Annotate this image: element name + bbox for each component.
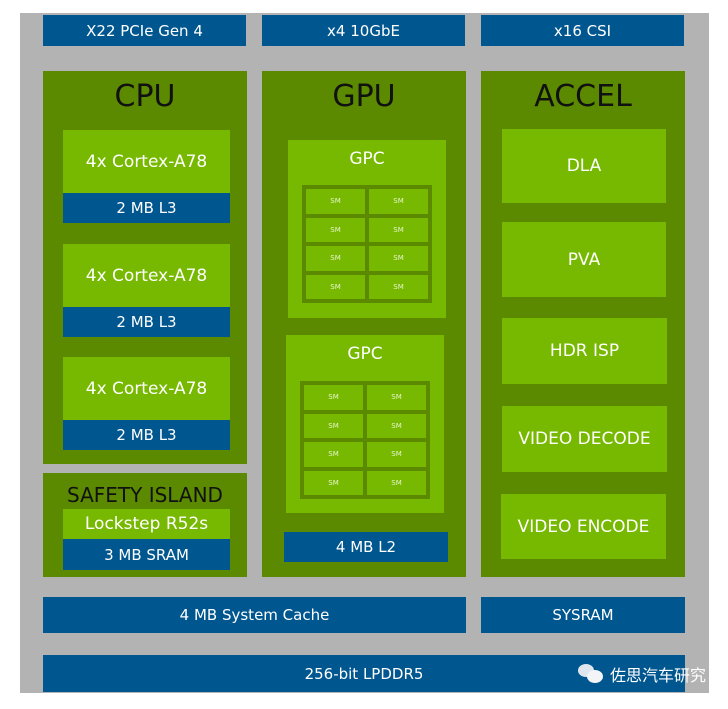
gpc-1-sm-grid: SM SM SM SM SM SM SM SM xyxy=(302,185,432,303)
cpu-cluster-1-cores: 4x Cortex-A78 xyxy=(63,130,230,193)
accel-video-decode: VIDEO DECODE xyxy=(502,406,667,472)
gpu-title: GPU xyxy=(332,79,396,114)
sm-unit: SM xyxy=(367,385,426,410)
accel-video-encode: VIDEO ENCODE xyxy=(501,494,666,559)
sm-unit: SM xyxy=(304,442,363,467)
sm-unit: SM xyxy=(369,189,428,214)
sm-unit: SM xyxy=(304,470,363,495)
sm-unit: SM xyxy=(369,217,428,242)
sm-unit: SM xyxy=(304,413,363,438)
sm-unit: SM xyxy=(306,217,365,242)
wechat-icon xyxy=(577,664,604,684)
accel-pva: PVA xyxy=(502,222,666,297)
sm-unit: SM xyxy=(369,246,428,271)
watermark-text: 佐思汽车研究 xyxy=(609,666,706,685)
csi-bus: x16 CSI xyxy=(481,15,684,46)
cpu-title: CPU xyxy=(114,79,176,114)
cpu-cluster-3-l3: 2 MB L3 xyxy=(63,420,230,450)
watermark: 佐思汽车研究 xyxy=(577,662,706,686)
safety-island-title: SAFETY ISLAND xyxy=(67,483,223,507)
sm-unit: SM xyxy=(367,413,426,438)
sysram: SYSRAM xyxy=(481,597,685,633)
gpc-2: GPC SM SM SM SM SM SM SM SM xyxy=(286,335,444,513)
pcie-bus: X22 PCIe Gen 4 xyxy=(43,15,246,46)
gpu-l2-cache: 4 MB L2 xyxy=(284,532,448,562)
cpu-cluster-1-l3: 2 MB L3 xyxy=(63,193,230,223)
safety-lockstep-cores: Lockstep R52s xyxy=(63,509,230,539)
sm-unit: SM xyxy=(367,470,426,495)
accel-hdr-isp: HDR ISP xyxy=(502,318,667,384)
accel-dla: DLA xyxy=(502,129,666,203)
ethernet-bus: x4 10GbE xyxy=(262,15,465,46)
cpu-cluster-2-cores: 4x Cortex-A78 xyxy=(63,244,230,307)
system-cache: 4 MB System Cache xyxy=(43,597,466,633)
gpc-2-label: GPC xyxy=(347,344,383,364)
sm-unit: SM xyxy=(369,274,428,299)
safety-sram: 3 MB SRAM xyxy=(63,539,230,570)
gpc-2-sm-grid: SM SM SM SM SM SM SM SM xyxy=(300,381,430,499)
sm-unit: SM xyxy=(367,442,426,467)
cpu-cluster-3-cores: 4x Cortex-A78 xyxy=(63,357,230,420)
sm-unit: SM xyxy=(304,385,363,410)
sm-unit: SM xyxy=(306,189,365,214)
sm-unit: SM xyxy=(306,274,365,299)
sm-unit: SM xyxy=(306,246,365,271)
cpu-cluster-2-l3: 2 MB L3 xyxy=(63,307,230,337)
accel-title: ACCEL xyxy=(534,79,632,114)
gpc-1-label: GPC xyxy=(349,149,385,169)
gpc-1: GPC SM SM SM SM SM SM SM SM xyxy=(288,140,446,318)
